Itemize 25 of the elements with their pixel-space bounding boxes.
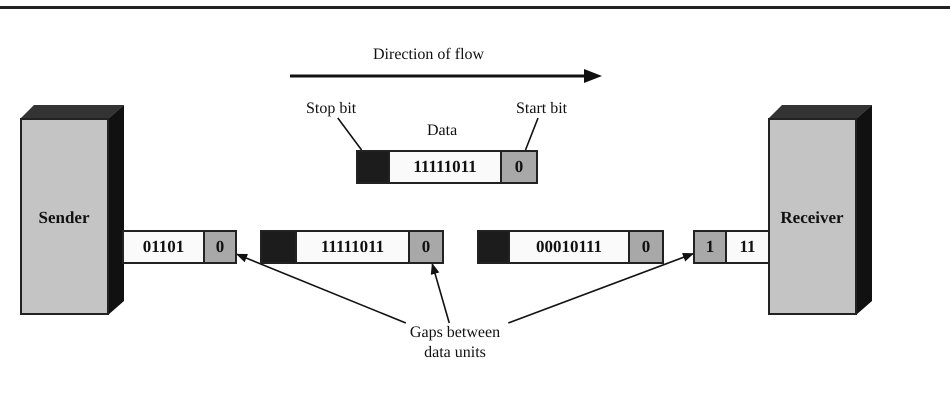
- bit-cell: 11111011: [388, 150, 502, 184]
- stop-bit-cell: [356, 150, 390, 184]
- bit-cell: 01101: [122, 230, 205, 264]
- field-caption: Data: [427, 122, 458, 140]
- stop-bit-cell: [260, 230, 297, 264]
- bit-cell: 11: [725, 230, 770, 264]
- bit-cell: 0: [628, 230, 664, 264]
- stop-bit-cell: [477, 230, 510, 264]
- leader-line: [524, 118, 539, 150]
- callout-text: Start bit: [516, 100, 568, 118]
- bit-cell: 1: [693, 230, 727, 264]
- bit-cell: 0: [408, 230, 444, 264]
- arrow: [430, 262, 450, 324]
- device-label: Sender: [38, 208, 90, 228]
- callout-text: Stop bit: [306, 100, 356, 118]
- arrow: [236, 254, 406, 324]
- bit-cell: 11111011: [295, 230, 410, 264]
- direction-label: Direction of flow: [373, 46, 484, 64]
- bit-cell: 00010111: [508, 230, 630, 264]
- device-label: Receiver: [779, 208, 845, 228]
- bit-cell: 0: [203, 230, 237, 264]
- leader-line: [337, 118, 362, 150]
- bit-cell: 0: [500, 150, 538, 184]
- arrow: [508, 252, 694, 324]
- callout-text: Gaps between data units: [395, 323, 515, 363]
